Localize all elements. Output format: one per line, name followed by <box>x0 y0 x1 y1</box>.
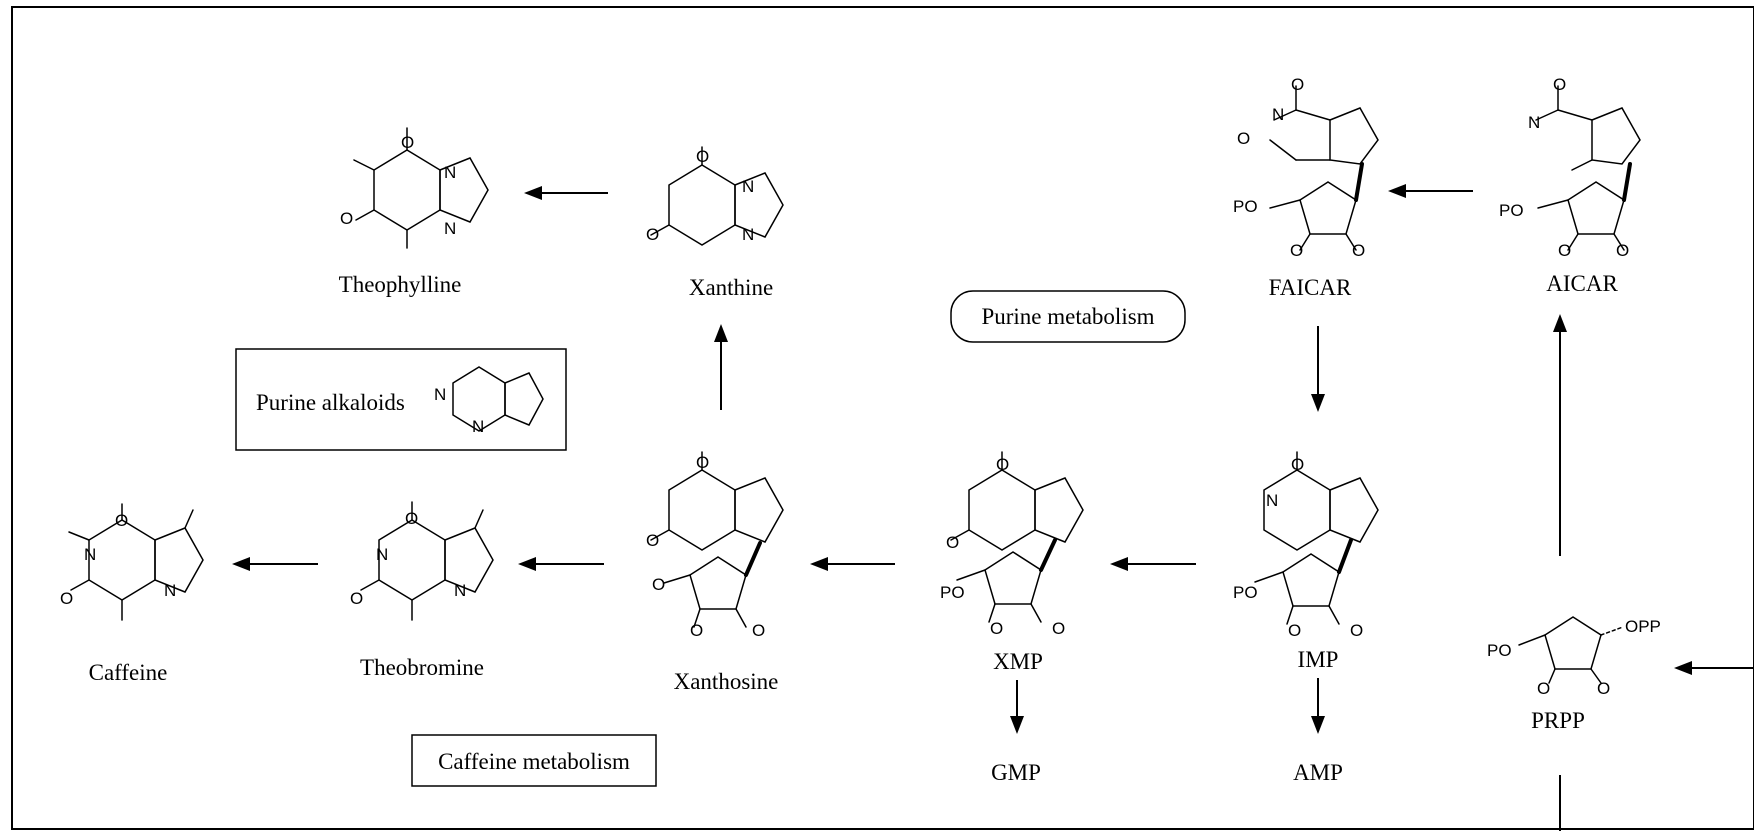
label-amp: AMP <box>1293 760 1343 785</box>
imp-structure <box>1263 451 1379 551</box>
xanthosine-o2: O <box>646 531 659 550</box>
theophylline-n2: N <box>444 219 456 238</box>
imp-ribose <box>1254 538 1353 625</box>
label-theophylline: Theophylline <box>339 272 462 297</box>
aicar-po: PO <box>1499 201 1524 220</box>
aicar-n: N <box>1528 113 1540 132</box>
caffeine-o2: O <box>60 589 73 608</box>
arrowhead-amp <box>1311 716 1325 734</box>
theobromine-o: O <box>405 509 418 528</box>
purine-ring-icon <box>452 366 544 432</box>
prpp-po: PO <box>1487 641 1512 660</box>
label-theobromine: Theobromine <box>360 655 484 680</box>
arrowhead-prpp <box>1674 661 1692 675</box>
label-aicar: AICAR <box>1546 271 1618 296</box>
faicar-o: O <box>1291 75 1304 94</box>
theophylline-o2: O <box>340 209 353 228</box>
xmp-po: PO <box>940 583 965 602</box>
arrowhead-gmp <box>1010 716 1024 734</box>
diagram-frame <box>11 6 1754 830</box>
theophylline-n: N <box>444 163 456 182</box>
caffeine-n2: N <box>164 581 176 600</box>
xanthosine-o5: O <box>752 621 765 640</box>
imp-o5: O <box>1350 621 1363 640</box>
xanthine-n: N <box>742 177 754 196</box>
caffeine-n: N <box>84 545 96 564</box>
aicar-structure <box>1535 85 1641 171</box>
label-xanthosine: Xanthosine <box>674 669 779 694</box>
faicar-structure <box>1269 85 1379 165</box>
faicar-n: N <box>1272 105 1284 124</box>
theobromine-o2: O <box>350 589 363 608</box>
imp-po: PO <box>1233 583 1258 602</box>
xmp-o5: O <box>1052 619 1065 638</box>
aicar-ribose <box>1537 162 1632 251</box>
faicar-o4: O <box>1352 241 1365 260</box>
imp-o: O <box>1291 455 1304 474</box>
theophylline-o: O <box>401 133 414 152</box>
prpp-o2: O <box>1597 679 1610 698</box>
arrowhead-xanthosine <box>810 557 828 571</box>
caffeine-metabolism-box <box>411 734 657 787</box>
prpp-structure <box>1518 616 1624 684</box>
xmp-o: O <box>996 455 1009 474</box>
xanthosine-o4: O <box>690 621 703 640</box>
purine-ring-n2: N <box>472 417 484 436</box>
xmp-structure <box>950 451 1084 551</box>
xanthine-o: O <box>696 147 709 166</box>
prpp-o1: O <box>1537 679 1550 698</box>
label-gmp: GMP <box>991 760 1041 785</box>
theobromine-n: N <box>376 545 388 564</box>
xmp-o2: O <box>946 533 959 552</box>
theobromine-n2: N <box>454 581 466 600</box>
xanthine-structure <box>650 146 784 246</box>
aicar-o4: O <box>1616 241 1629 260</box>
purine-metabolism-box <box>950 290 1186 343</box>
label-caffeine: Caffeine <box>89 660 168 685</box>
xanthine-n2: N <box>742 225 754 244</box>
xmp-o4: O <box>990 619 1003 638</box>
label-imp: IMP <box>1298 647 1339 672</box>
xanthosine-o3: O <box>652 575 665 594</box>
arrowhead-xanthine <box>714 324 728 342</box>
purine-ring-n1: N <box>434 385 446 404</box>
theophylline-structure <box>353 127 489 249</box>
caffeine-structure <box>68 503 204 621</box>
label-prpp: PRPP <box>1531 708 1585 733</box>
arrowhead-imp <box>1311 394 1325 412</box>
arrowhead-caffeine <box>232 557 250 571</box>
xanthine-o2: O <box>646 225 659 244</box>
label-faicar: FAICAR <box>1269 275 1352 300</box>
arrowhead-faicar <box>1388 184 1406 198</box>
label-purine-alkaloids: Purine alkaloids <box>256 390 405 415</box>
arrowhead-theophylline <box>524 186 542 200</box>
label-xanthine: Xanthine <box>689 275 773 300</box>
label-purine-metabolism: Purine metabolism <box>981 304 1154 329</box>
arrowhead-aicar <box>1553 314 1567 332</box>
faicar-po: PO <box>1233 197 1258 216</box>
label-caffeine-metabolism: Caffeine metabolism <box>438 749 630 774</box>
prpp-opp: OPP <box>1625 617 1661 636</box>
caffeine-o: O <box>115 511 128 530</box>
faicar-o2: O <box>1237 129 1250 148</box>
aicar-o3: O <box>1558 241 1571 260</box>
faicar-o3: O <box>1290 241 1303 260</box>
imp-n: N <box>1266 491 1278 510</box>
xanthosine-ribose <box>663 541 762 628</box>
arrowhead-xmp <box>1110 557 1128 571</box>
arrowhead-theobromine <box>518 557 536 571</box>
label-xmp: XMP <box>993 649 1043 674</box>
faicar-ribose <box>1269 162 1364 251</box>
xanthosine-structure <box>650 451 784 551</box>
theobromine-structure <box>360 501 494 621</box>
xanthosine-o: O <box>696 453 709 472</box>
xmp-ribose <box>956 538 1057 623</box>
imp-o4: O <box>1288 621 1301 640</box>
aicar-o: O <box>1553 75 1566 94</box>
purine-alkaloids-box <box>235 348 567 451</box>
